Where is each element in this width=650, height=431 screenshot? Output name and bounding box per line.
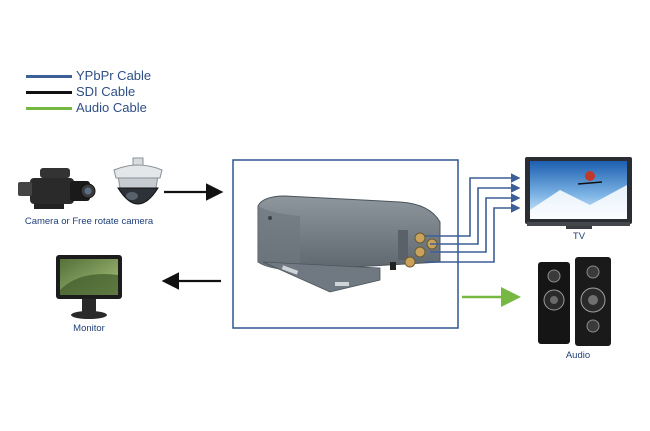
monitor-caption: Monitor bbox=[73, 323, 105, 334]
tv-caption: TV bbox=[572, 231, 586, 242]
camera-caption: Camera or Free rotate camera bbox=[24, 216, 154, 227]
monitor-icon bbox=[56, 255, 122, 319]
audio-caption: Audio bbox=[565, 350, 591, 361]
speakers-icon bbox=[538, 257, 611, 346]
legend-label-ypbpr: YPbPr Cable bbox=[76, 68, 152, 83]
tv-icon bbox=[525, 157, 632, 229]
legend-swatch-ypbpr bbox=[26, 74, 72, 78]
legend-sdi: SDI Cable bbox=[26, 84, 135, 100]
legend-label-sdi: SDI Cable bbox=[76, 84, 136, 99]
legend-swatch-sdi bbox=[26, 90, 72, 94]
legend-audio: Audio Cable bbox=[26, 100, 147, 116]
ypbpr-cables bbox=[425, 173, 521, 263]
legend-ypbpr: YPbPr Cable bbox=[26, 68, 151, 84]
camcorder-icon bbox=[18, 168, 96, 209]
dome-camera-icon bbox=[113, 157, 163, 205]
legend-swatch-audio bbox=[26, 106, 72, 110]
converter-device bbox=[257, 195, 441, 293]
legend-label-audio: Audio Cable bbox=[76, 100, 147, 115]
